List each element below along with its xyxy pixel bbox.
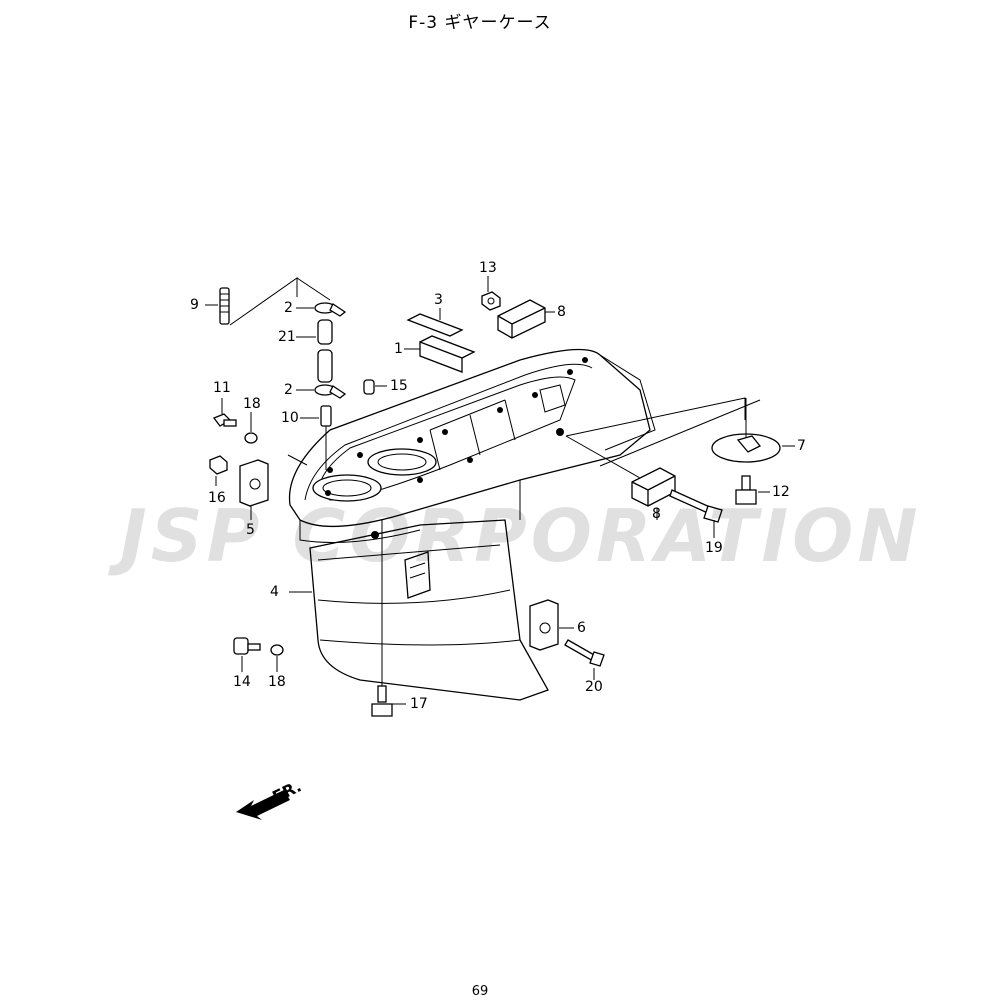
callout-3: 4 [270, 584, 279, 600]
gear-case-housing [288, 348, 656, 701]
front-direction-arrow-icon [236, 790, 290, 820]
page-title: F-3 ギヤーケース [408, 13, 552, 33]
callout-12: 12 [772, 484, 790, 500]
callout-4: 3 [434, 292, 443, 308]
callout-14: 17 [410, 696, 428, 712]
part-11-bolt [212, 413, 237, 427]
page-number: 69 [471, 984, 489, 999]
part-17-dowel-pin [363, 379, 375, 395]
part-1-seal [419, 335, 476, 373]
part-21-hose [317, 319, 333, 383]
callout-8-lower: 8 [652, 506, 661, 522]
part-12-bolt [735, 475, 757, 505]
callout-11: 11 [213, 380, 231, 396]
callout-6: 6 [577, 620, 586, 636]
callout-18-upper: 18 [243, 396, 261, 412]
callout-20: 20 [585, 679, 603, 695]
watermark-text: JSP CORPORATION [120, 494, 922, 578]
part-13-bolt [233, 637, 261, 655]
part-14-bolt [371, 520, 393, 717]
part-6-anode [529, 599, 559, 651]
callout-9: 9 [190, 297, 199, 313]
part-19-bolt [669, 489, 723, 523]
part-9-nipple [219, 287, 230, 325]
part-2-clamp-upper [314, 302, 347, 317]
part-16-grommet [209, 455, 228, 475]
callout-5: 5 [246, 522, 255, 538]
part-18-washer-lower [270, 644, 284, 656]
callout-16: 16 [208, 490, 226, 506]
callout-2-lower: 2 [284, 382, 293, 398]
part-18-washer-upper [244, 432, 258, 444]
callout-19: 19 [705, 540, 723, 556]
part-5-anode [239, 459, 269, 507]
callout-17: 15 [390, 378, 408, 394]
leader-lines [205, 276, 795, 705]
callout-8-upper: 8 [557, 304, 566, 320]
callout-13: 14 [233, 674, 251, 690]
part-2-clamp-lower [314, 384, 347, 399]
callout-15: 13 [479, 260, 497, 276]
callout-18-lower: 18 [268, 674, 286, 690]
part-7-trim-tab [711, 398, 781, 463]
part-8-anode-upper [497, 299, 546, 339]
callout-10: 10 [281, 410, 299, 426]
part-4-seal-strip [406, 313, 464, 337]
part-10-fitting [320, 405, 332, 470]
callout-1: 1 [394, 341, 403, 357]
part-15-nut [481, 291, 501, 311]
callout-7: 7 [797, 438, 806, 454]
part-20-screw [564, 639, 605, 667]
callout-21: 21 [278, 329, 296, 345]
callout-2-upper: 2 [284, 300, 293, 316]
